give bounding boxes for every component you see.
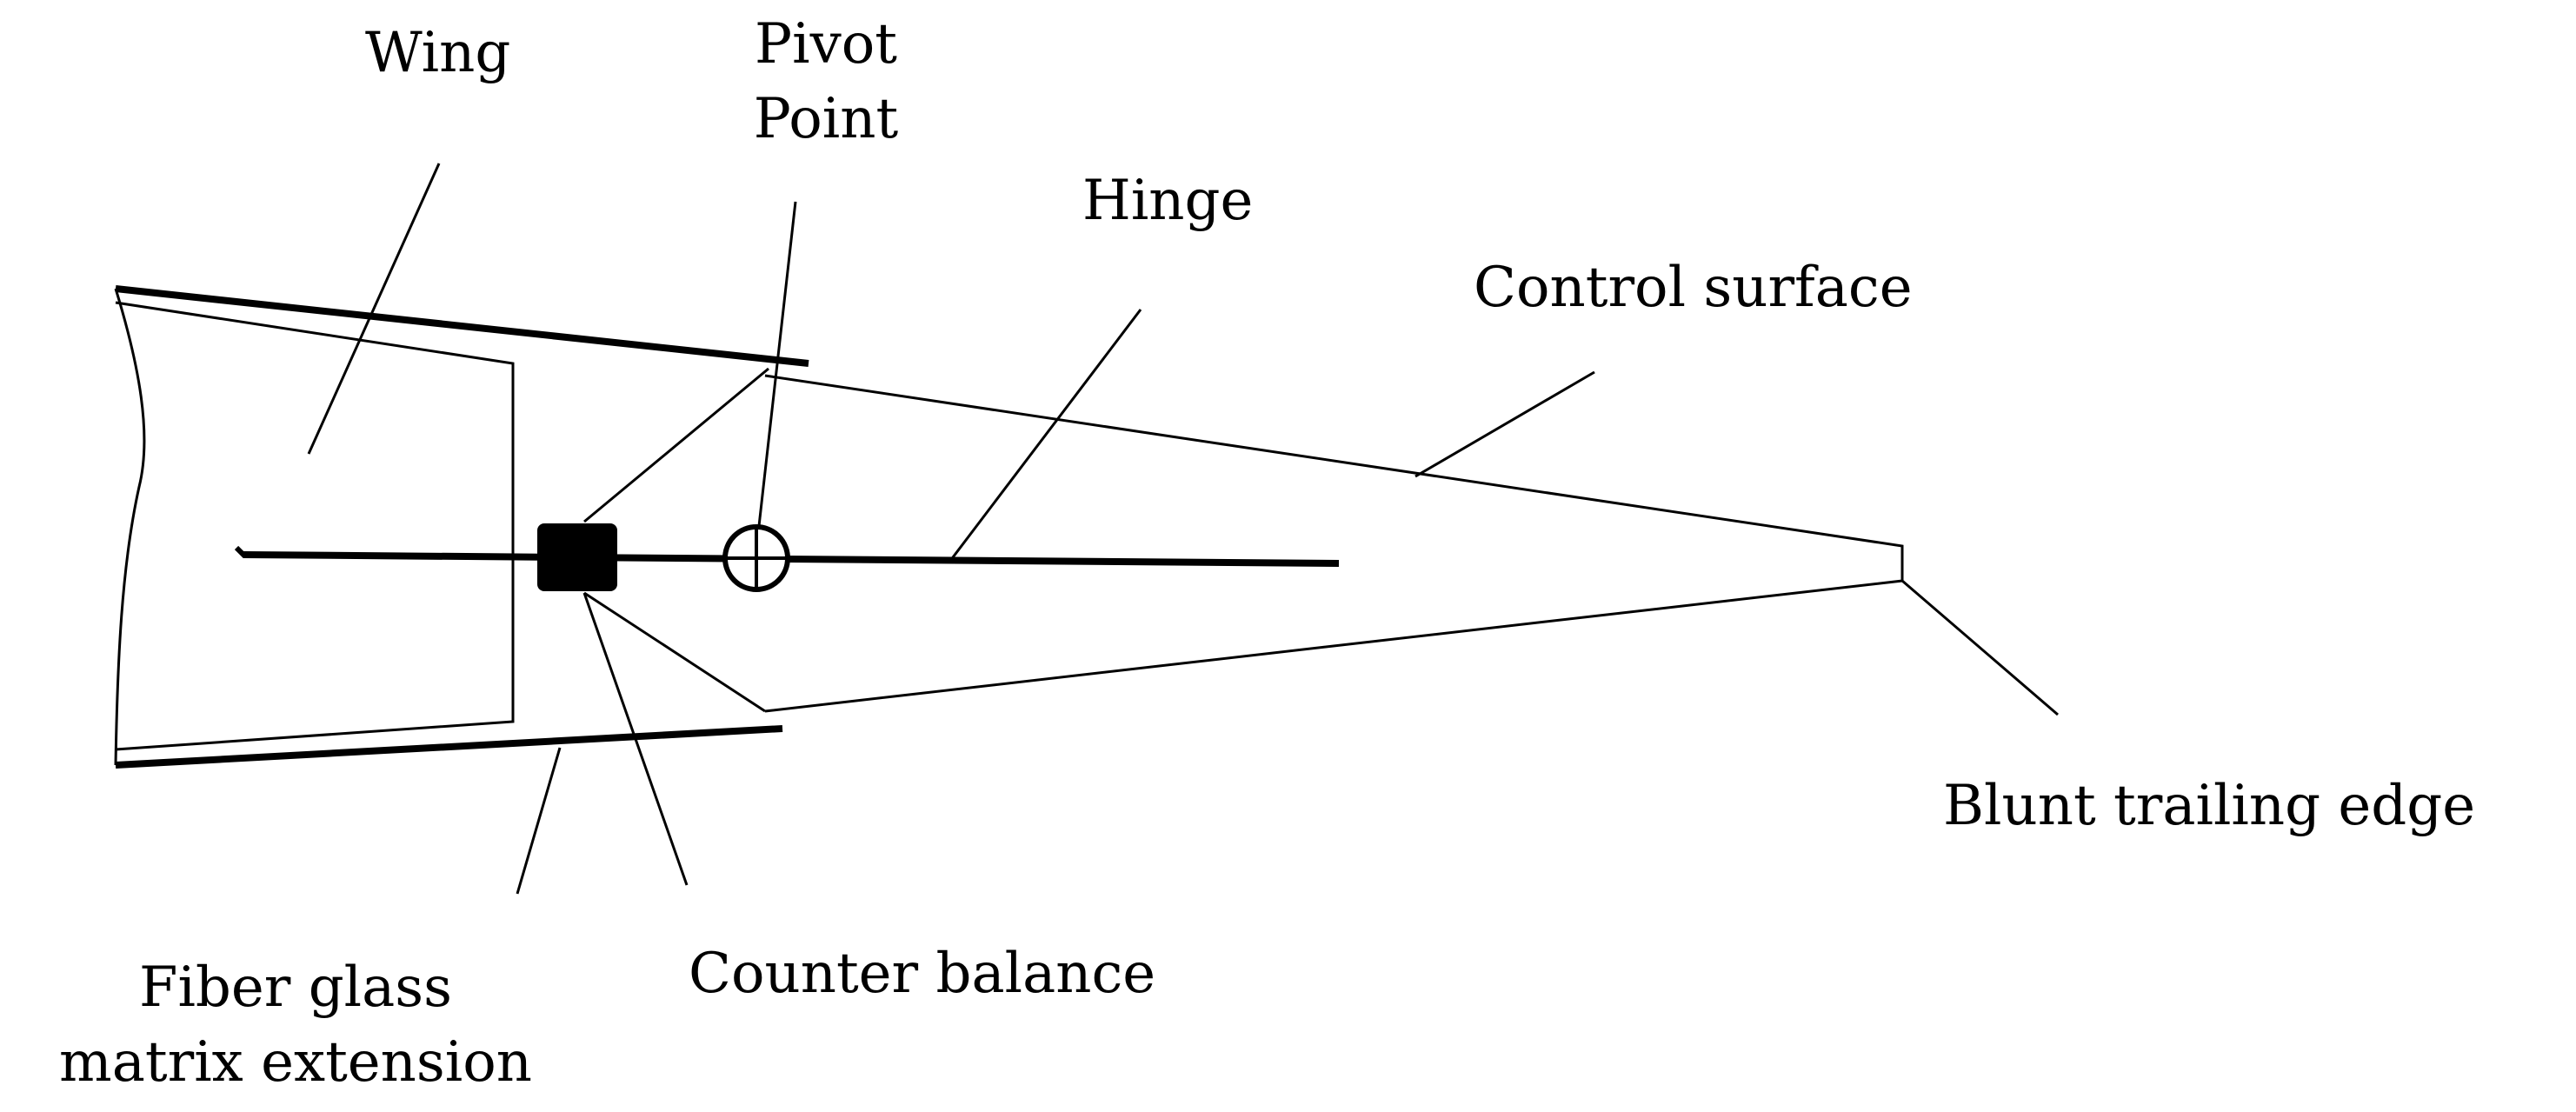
leader-fiber-glass <box>516 747 562 895</box>
leader-wing <box>307 163 441 455</box>
label-hinge: Hinge <box>1082 169 1254 233</box>
label-control-surface: Control surface <box>1474 256 1913 320</box>
leader-blunt-trailing-edge <box>1901 579 2059 716</box>
label-fiber-line2: matrix extension <box>59 1030 532 1095</box>
label-pivot-line2: Point <box>753 87 899 151</box>
label-fiber-glass-matrix-extension: Fiber glass matrix extension <box>17 950 574 1100</box>
counter-balance-weight <box>537 523 617 591</box>
leader-hinge <box>949 309 1142 562</box>
control-surface-outline <box>764 374 1904 713</box>
hinge-line-end <box>234 545 248 559</box>
wing-lower-skin <box>115 725 783 769</box>
wing-upper-skin <box>115 285 809 367</box>
leader-counter-balance-1 <box>582 592 689 886</box>
label-counter-balance: Counter balance <box>689 942 1156 1006</box>
leader-counter-balance-2 <box>583 591 766 713</box>
leader-pivot-to-weight <box>583 367 769 523</box>
leader-control-surface <box>1414 370 1595 478</box>
fiber-glass-upper-inner <box>115 301 515 751</box>
leader-pivot <box>757 201 797 527</box>
label-pivot-point: Pivot Point <box>730 7 922 156</box>
label-fiber-line1: Fiber glass <box>139 956 452 1020</box>
label-pivot-line1: Pivot <box>755 12 897 77</box>
label-wing: Wing <box>365 21 511 85</box>
label-blunt-trailing-edge: Blunt trailing edge <box>1943 774 2476 838</box>
hinge-line <box>243 551 1340 567</box>
wing-root-edge <box>114 288 146 766</box>
